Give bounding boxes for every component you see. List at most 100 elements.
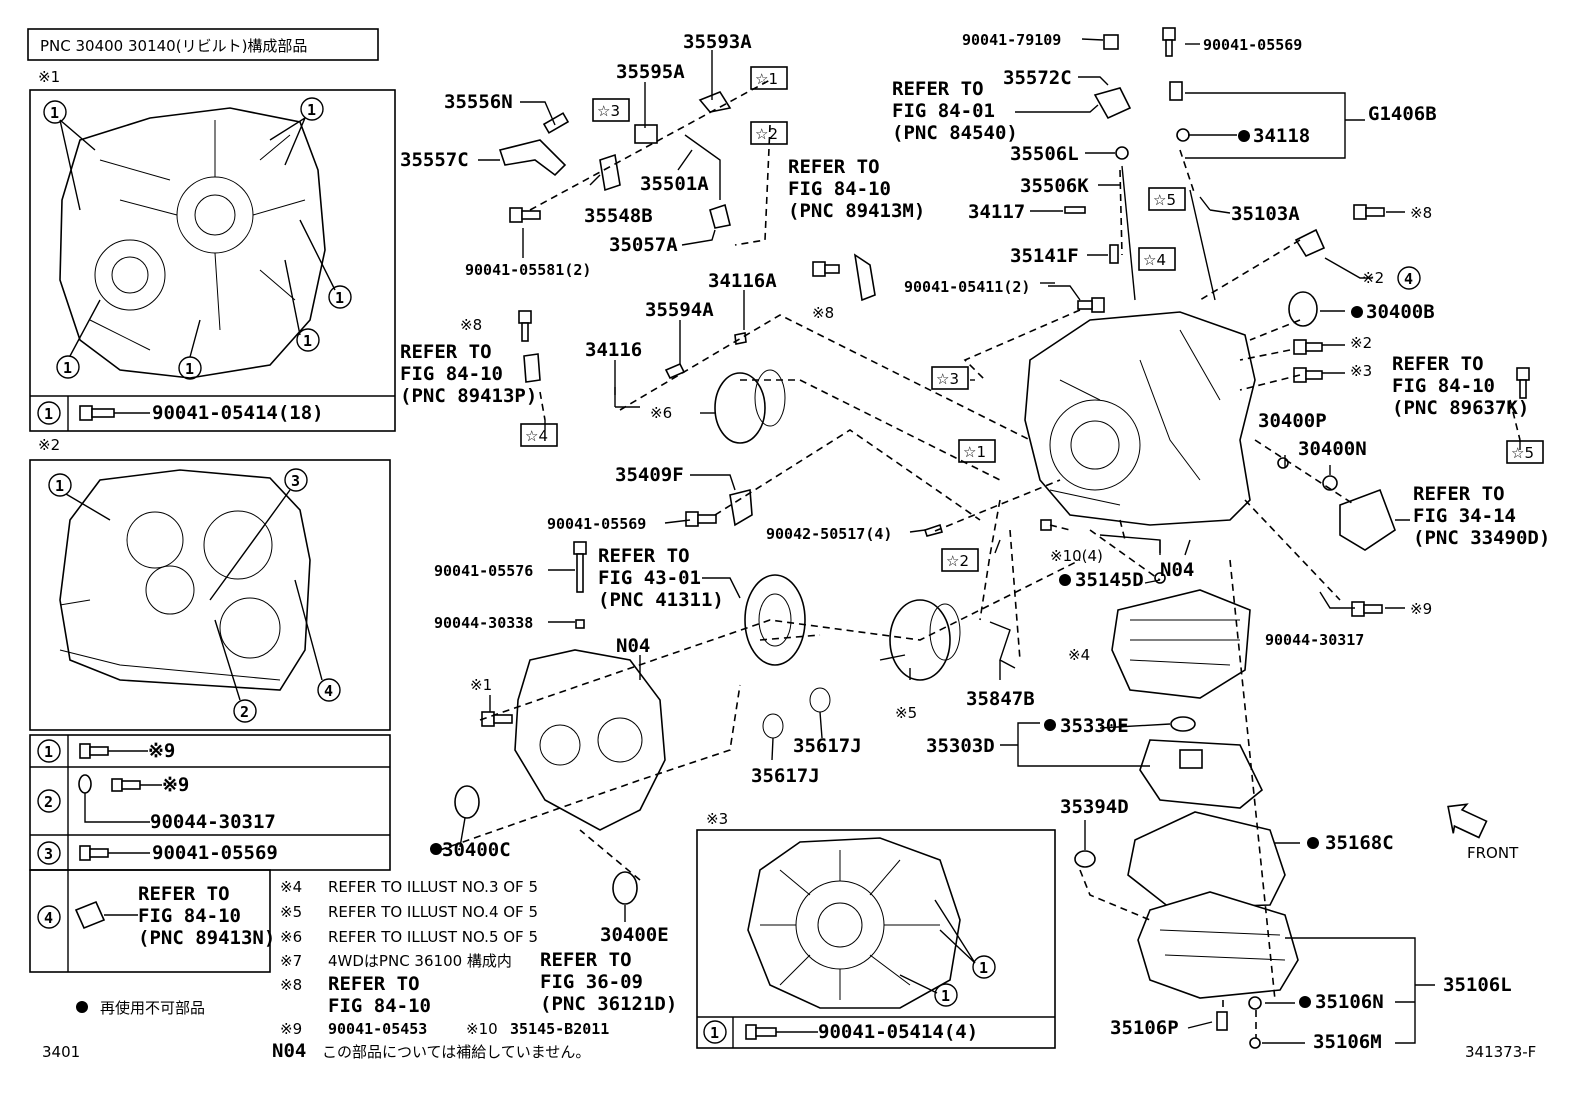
svg-text:35557C: 35557C: [400, 149, 469, 171]
svg-text:※10: ※10: [466, 1020, 498, 1038]
inset1-callouts: 1 1 1 1 1 1: [43, 97, 352, 380]
svg-text:1: 1: [941, 987, 950, 1005]
svg-text:FIG 84-10: FIG 84-10: [328, 995, 431, 1017]
inset1-frame: [29, 89, 396, 432]
svg-text:※6: ※6: [650, 404, 672, 422]
svg-text:30400C: 30400C: [442, 839, 511, 861]
svg-text:※4: ※4: [280, 878, 302, 896]
svg-text:35593A: 35593A: [683, 31, 752, 53]
reference-marks: ※8 ※8 ※8 ※6 ※1 ※5 ※4 ※2 ※2 ※3 ※9 ※10(4) …: [460, 66, 1544, 722]
inset2-row-1: 1 ※9: [37, 739, 175, 763]
svg-text:※2: ※2: [1350, 334, 1372, 352]
oil-seal-c-illustration: [454, 785, 480, 819]
svg-text:※9: ※9: [148, 740, 175, 762]
svg-text:35145-B2011: 35145-B2011: [510, 1020, 609, 1038]
svg-text:35303D: 35303D: [926, 735, 995, 757]
svg-text:35506K: 35506K: [1020, 175, 1089, 197]
svg-text:90041-05569: 90041-05569: [1203, 36, 1302, 54]
inset3-housing-illustration: [747, 837, 961, 1009]
inset3-mark: ※3: [706, 810, 728, 828]
counter-gear-illustration: [714, 369, 786, 444]
svg-text:90041-05453: 90041-05453: [328, 1020, 427, 1038]
non-reusable-dots: [430, 130, 1363, 1008]
svg-text:4WDはPNC 36100 構成内: 4WDはPNC 36100 構成内: [328, 952, 512, 970]
svg-text:35106N: 35106N: [1315, 991, 1384, 1013]
svg-text:※9: ※9: [162, 774, 189, 796]
legend-dot-icon: [76, 1001, 88, 1013]
n04-note: この部品については補給していません。: [322, 1043, 590, 1061]
oil-strainer-illustration: [1139, 739, 1263, 809]
inset3-legend-part: 90041-05414(4): [818, 1021, 978, 1043]
svg-text:N04: N04: [1160, 559, 1194, 581]
svg-text:※10(4): ※10(4): [1050, 547, 1103, 565]
oil-seal-e-illustration: [612, 871, 638, 905]
svg-text:1: 1: [335, 289, 344, 307]
bolts: [481, 27, 1530, 727]
svg-text:REFER TO ILLUST NO.4 OF 5: REFER TO ILLUST NO.4 OF 5: [328, 903, 538, 921]
svg-text:※8: ※8: [1410, 204, 1432, 222]
svg-text:☆4: ☆4: [1143, 251, 1166, 269]
svg-text:☆3: ☆3: [936, 370, 959, 388]
svg-text:☆1: ☆1: [755, 70, 778, 88]
svg-text:FIG 84-10: FIG 84-10: [788, 178, 891, 200]
inset2-row-3: 3 90041-05569: [37, 841, 278, 865]
svg-text:1: 1: [303, 332, 312, 350]
svg-text:☆4: ☆4: [525, 427, 548, 445]
svg-text:35394D: 35394D: [1060, 796, 1129, 818]
svg-text:34116A: 34116A: [708, 270, 777, 292]
header-box: [27, 28, 379, 61]
svg-text:(PNC 36121D): (PNC 36121D): [540, 993, 677, 1015]
svg-text:34118: 34118: [1253, 125, 1310, 147]
svg-text:35106L: 35106L: [1443, 974, 1512, 996]
svg-text:(PNC 84540): (PNC 84540): [892, 122, 1018, 144]
svg-text:1: 1: [55, 477, 64, 495]
svg-text:FIG 84-10: FIG 84-10: [1392, 375, 1495, 397]
svg-text:35409F: 35409F: [615, 464, 684, 486]
svg-text:90041-05569: 90041-05569: [547, 515, 646, 533]
svg-text:35556N: 35556N: [444, 91, 513, 113]
svg-text:☆5: ☆5: [1153, 191, 1176, 209]
svg-text:G1406B: G1406B: [1368, 103, 1437, 125]
svg-text:4: 4: [324, 682, 333, 700]
svg-text:REFER TO: REFER TO: [138, 883, 230, 905]
part-labels: 35593A 35595A 35556N 35557C 35501A 35548…: [400, 31, 1512, 1053]
svg-text:1: 1: [710, 1024, 719, 1042]
svg-text:35168C: 35168C: [1325, 832, 1394, 854]
svg-text:FIG 84-10: FIG 84-10: [138, 905, 241, 927]
svg-text:※5: ※5: [280, 903, 302, 921]
svg-text:35572C: 35572C: [1003, 67, 1072, 89]
svg-text:2: 2: [240, 703, 249, 721]
svg-text:30400P: 30400P: [1258, 410, 1327, 432]
front-label: FRONT: [1467, 844, 1519, 862]
svg-text:(PNC 89413M): (PNC 89413M): [788, 200, 925, 222]
svg-text:※7: ※7: [280, 952, 302, 970]
svg-text:REFER TO: REFER TO: [788, 156, 880, 178]
svg-text:N04: N04: [616, 635, 650, 657]
svg-text:90041-05581(2): 90041-05581(2): [465, 261, 591, 279]
svg-text:90044-30338: 90044-30338: [434, 614, 533, 632]
svg-text:REFER TO: REFER TO: [400, 341, 492, 363]
svg-text:REFER TO ILLUST NO.3 OF 5: REFER TO ILLUST NO.3 OF 5: [328, 878, 538, 896]
svg-text:3: 3: [291, 472, 300, 490]
diff-gear-illustration: [744, 574, 806, 666]
oil-seal-b-illustration: [1288, 291, 1318, 327]
svg-text:FIG 84-10: FIG 84-10: [400, 363, 503, 385]
transaxle-case-illustration: [1024, 311, 1256, 526]
svg-text:1: 1: [44, 405, 53, 423]
svg-text:FIG 36-09: FIG 36-09: [540, 971, 643, 993]
inset1-legend-circle: [37, 401, 61, 425]
svg-text:FIG 34-14: FIG 34-14: [1413, 505, 1516, 527]
svg-text:☆5: ☆5: [1511, 444, 1534, 462]
inset2-callouts: 1 3 2 4: [48, 468, 341, 723]
svg-text:35617J: 35617J: [793, 735, 862, 757]
inset1-mark: ※1: [38, 68, 60, 86]
svg-text:90042-50517(4): 90042-50517(4): [766, 525, 892, 543]
inset1-legend-part: 90041-05414(18): [152, 402, 324, 424]
svg-text:REFER TO ILLUST NO.5 OF 5: REFER TO ILLUST NO.5 OF 5: [328, 928, 538, 946]
svg-text:☆1: ☆1: [963, 443, 986, 461]
small-parts: [498, 81, 1326, 629]
svg-text:30400E: 30400E: [600, 924, 669, 946]
svg-text:90044-30317: 90044-30317: [150, 811, 276, 833]
svg-text:4: 4: [1404, 270, 1413, 288]
